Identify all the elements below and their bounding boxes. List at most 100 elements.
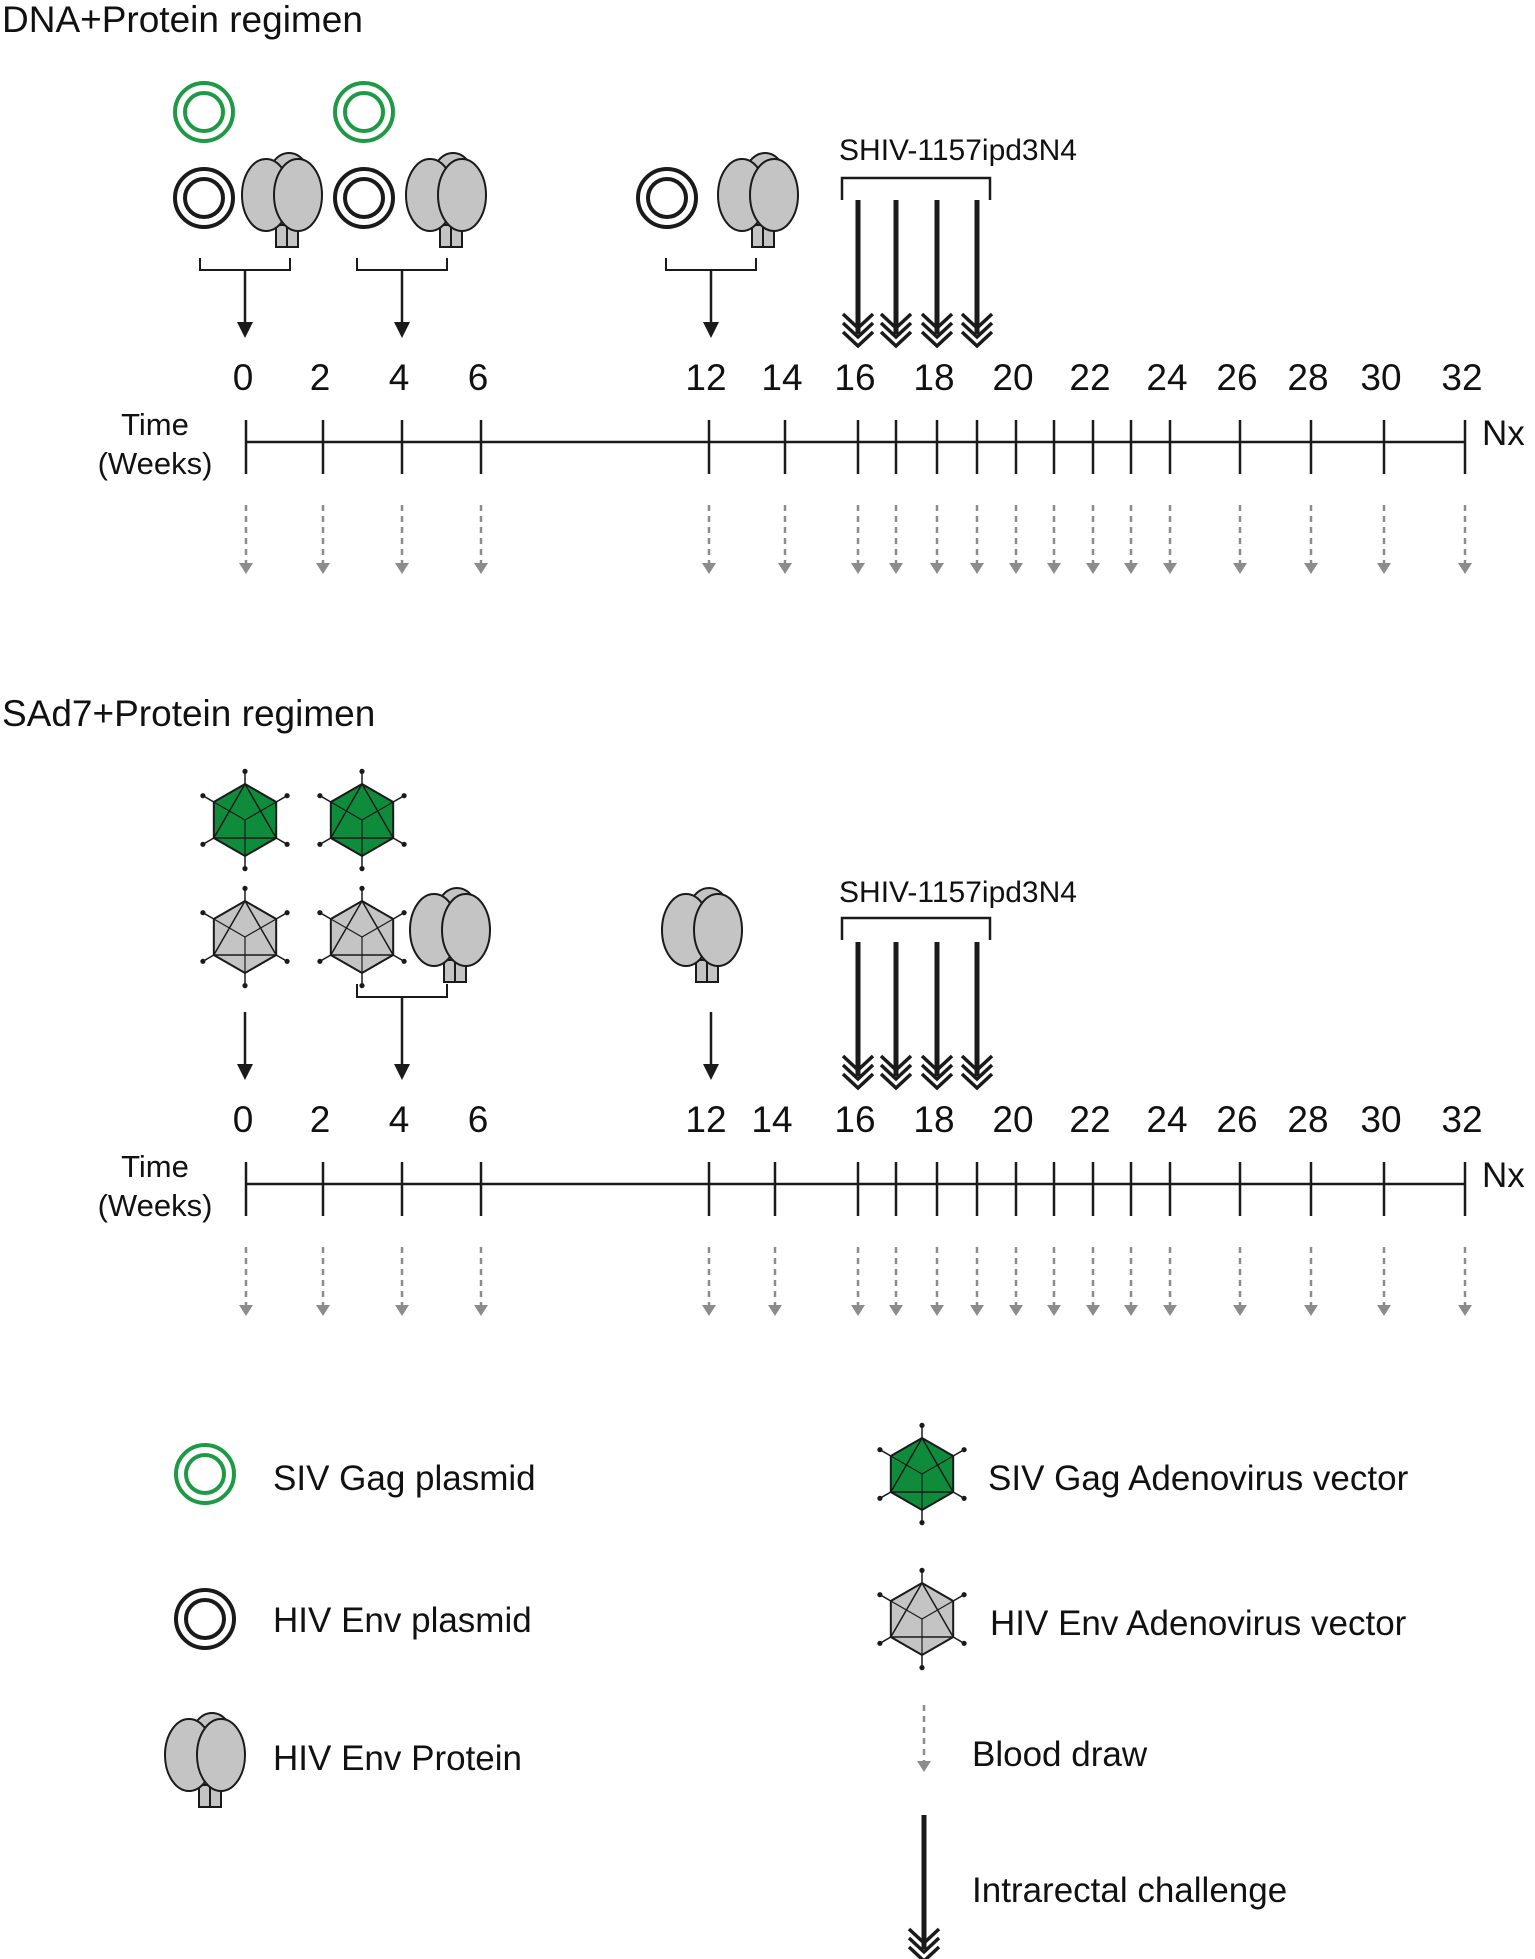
- hiv-env-plasmid-icon: [333, 167, 395, 229]
- hiv-env-plasmid-icon: [173, 167, 235, 229]
- legend-intrarectal-challenge-icon: [907, 1815, 941, 1959]
- tick-label-week-24: 24: [1146, 1099, 1187, 1140]
- arrowhead-week-0: [237, 322, 253, 338]
- legend-hiv-env-plasmid-icon: [174, 1588, 236, 1650]
- tick-label-week-18: 18: [913, 1099, 954, 1140]
- tick-label-week-32: 32: [1441, 357, 1482, 398]
- axis-label-weeks: (Weeks): [98, 446, 213, 481]
- tick-label-week-14: 14: [751, 1099, 792, 1140]
- arrowhead-week-12: [703, 322, 719, 338]
- tick-label-week-4: 4: [389, 1099, 410, 1140]
- hiv-env-protein-icon: [241, 152, 323, 248]
- blood-draw-week-20: [1009, 505, 1023, 574]
- blood-draw-week-23: [1124, 1247, 1138, 1316]
- tick-label-week-14: 14: [761, 357, 802, 398]
- tick-label-week-28: 28: [1287, 357, 1328, 398]
- bracket-week-0: [199, 258, 291, 271]
- legend-intrarectal-challenge: Intrarectal challenge: [972, 1871, 1287, 1910]
- tick-label-week-26: 26: [1216, 1099, 1257, 1140]
- necropsy-label: Nx: [1482, 414, 1525, 453]
- blood-draw-week-19: [970, 505, 984, 574]
- blood-draw-week-0: [239, 1247, 253, 1316]
- axis-label-weeks: (Weeks): [98, 1188, 213, 1223]
- legend: SIV Gag plasmid HIV Env plasmid HIV Env …: [164, 1422, 1409, 1959]
- hiv-env-adenovirus-icon: [200, 885, 290, 989]
- blood-draw-week-24: [1163, 505, 1177, 574]
- blood-draw-week-12: [702, 1247, 716, 1316]
- legend-blood-draw: Blood draw: [972, 1735, 1148, 1774]
- blood-draw-week-14: [778, 505, 792, 574]
- legend-hiv-env-protein-icon: [164, 1712, 246, 1808]
- challenge-arrow-week-16: [841, 200, 875, 349]
- blood-draw-week-28: [1304, 1247, 1318, 1316]
- blood-draw-week-6: [474, 505, 488, 574]
- challenge-bracket: [840, 176, 992, 200]
- blood-draw-week-28: [1304, 505, 1318, 574]
- bracket-week-4: [356, 984, 448, 998]
- arrowhead-week-0: [237, 1064, 253, 1080]
- challenge-arrow-week-17: [879, 942, 913, 1091]
- blood-draw-arrows: [239, 505, 1472, 574]
- tick-label-week-12: 12: [685, 1099, 726, 1140]
- tick-label-week-16: 16: [834, 1099, 875, 1140]
- blood-draw-week-0: [239, 505, 253, 574]
- challenge-arrow-week-19: [960, 942, 994, 1091]
- immunization-arrows: [199, 258, 757, 338]
- tick-label-week-6: 6: [468, 357, 489, 398]
- arrowhead-week-4: [394, 1064, 410, 1080]
- legend-siv-gag-adenovirus: SIV Gag Adenovirus vector: [988, 1459, 1409, 1498]
- tick-label-week-26: 26: [1216, 357, 1257, 398]
- hiv-env-plasmid-icon: [636, 167, 698, 229]
- tick-label-week-22: 22: [1069, 1099, 1110, 1140]
- challenge-label: SHIV-1157ipd3N4: [839, 134, 1077, 167]
- legend-siv-gag-plasmid-icon: [174, 1443, 236, 1505]
- blood-draw-week-21: [1047, 505, 1061, 574]
- hiv-env-protein-icon: [661, 887, 743, 983]
- blood-draw-week-24: [1163, 1247, 1177, 1316]
- blood-draw-week-17: [889, 505, 903, 574]
- blood-draw-week-32: [1458, 505, 1472, 574]
- blood-draw-week-14: [768, 1247, 782, 1316]
- tick-label-week-2: 2: [310, 1099, 331, 1140]
- blood-draw-week-4: [395, 505, 409, 574]
- tick-label-week-16: 16: [834, 357, 875, 398]
- bracket-week-12: [665, 258, 757, 271]
- tick-label-week-20: 20: [992, 357, 1033, 398]
- hiv-env-protein-icon: [405, 152, 487, 248]
- blood-draw-week-30: [1377, 505, 1391, 574]
- blood-draw-week-30: [1377, 1247, 1391, 1316]
- bracket-week-4: [356, 258, 448, 271]
- legend-blood-draw-icon: [917, 1705, 931, 1772]
- tick-label-week-0: 0: [233, 1099, 254, 1140]
- siv-gag-plasmid-icon: [173, 81, 235, 143]
- arrowhead-week-4: [394, 322, 410, 338]
- hiv-env-protein-icon: [409, 887, 491, 983]
- challenge-arrows: [841, 942, 994, 1091]
- tick-label-week-30: 30: [1360, 357, 1401, 398]
- challenge-arrow-week-17: [879, 200, 913, 349]
- blood-draw-week-18: [930, 1247, 944, 1316]
- legend-icons: [164, 1422, 967, 1959]
- tick-label-week-20: 20: [992, 1099, 1033, 1140]
- tick-label-week-0: 0: [233, 357, 254, 398]
- axis-label-time: Time: [121, 407, 189, 442]
- siv-gag-adenovirus-icon: [200, 768, 290, 872]
- timeline-ticks: [244, 1162, 1467, 1216]
- blood-draw-week-16: [851, 505, 865, 574]
- immunization-icons: [173, 81, 799, 248]
- immunization-arrows: [237, 984, 719, 1080]
- immunization-icons: [200, 768, 743, 989]
- tick-label-week-28: 28: [1287, 1099, 1328, 1140]
- legend-siv-gag-plasmid: SIV Gag plasmid: [273, 1459, 536, 1498]
- hiv-env-protein-icon: [717, 152, 799, 248]
- legend-hiv-env-protein: HIV Env Protein: [273, 1739, 522, 1778]
- siv-gag-adenovirus-icon: [317, 768, 407, 872]
- blood-draw-week-6: [474, 1247, 488, 1316]
- tick-label-week-12: 12: [685, 357, 726, 398]
- challenge-arrows: [841, 200, 994, 349]
- tick-label-week-30: 30: [1360, 1099, 1401, 1140]
- panel-title: SAd7+Protein regimen: [2, 693, 375, 734]
